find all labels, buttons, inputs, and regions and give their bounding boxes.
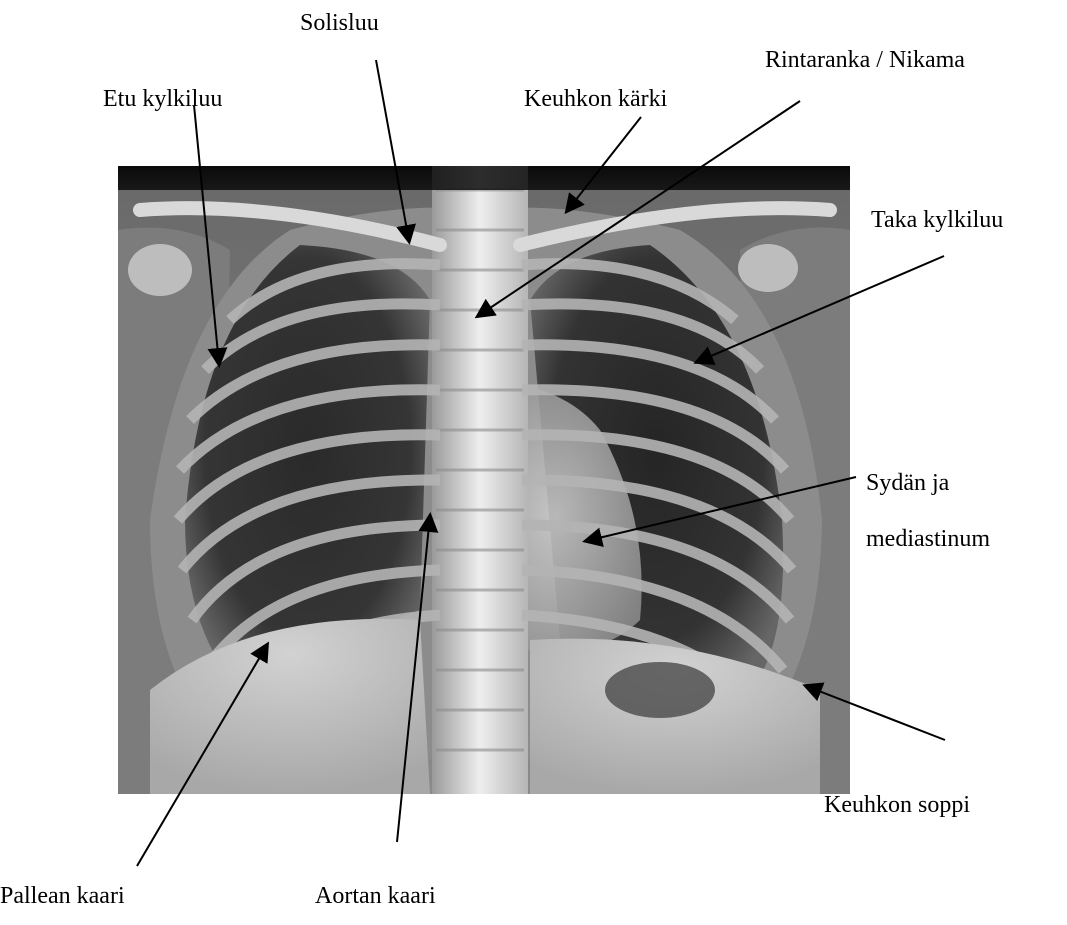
label-taka-kylkiluu: Taka kylkiluu [871, 207, 1003, 233]
label-solisluu: Solisluu [300, 10, 379, 36]
label-aortan-kaari: Aortan kaari [315, 883, 436, 909]
xray-image [118, 166, 850, 794]
label-keuhkon-soppi: Keuhkon soppi [824, 792, 970, 818]
label-etu-kylkiluu: Etu kylkiluu [103, 86, 222, 112]
label-sydan-line2: mediastinum [866, 526, 990, 552]
label-keuhkon-karki: Keuhkon kärki [524, 86, 667, 112]
label-pallean-kaari: Pallean kaari [0, 883, 125, 909]
label-sydan-line1: Sydän ja [866, 470, 949, 496]
label-rintaranka: Rintaranka / Nikama [765, 47, 965, 73]
